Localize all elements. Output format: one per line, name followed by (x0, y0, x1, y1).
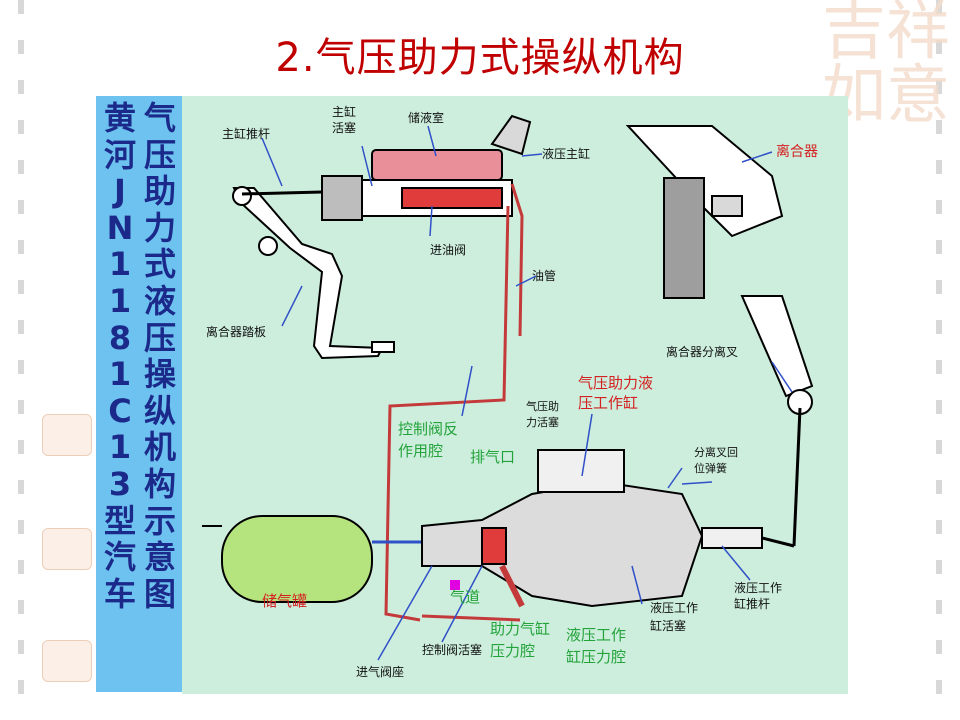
caption-char: 示 (143, 501, 176, 540)
label-fork-spring-line2: 位弹簧 (694, 461, 727, 475)
label-control-valve-piston: 控制阀活塞 (422, 642, 482, 657)
caption-char: 8 (108, 318, 132, 357)
caption-char: 操 (143, 355, 176, 394)
caption-char: 助 (143, 172, 176, 211)
caption-char: 力 (143, 208, 176, 247)
air-tank-drawing (202, 515, 422, 603)
caption-char: 黄 (103, 99, 136, 137)
caption-column-vehicle: 黄 河 J N 1 1 8 1 C 1 3 型 汽 车 (100, 100, 140, 612)
label-reservoir: 储液室 (408, 110, 444, 125)
mechanism-diagram: 主缸推杆 主缸 活塞 储液室 液压主缸 离合器 进油阀 油管 离合器踏板 离合器… (202, 104, 818, 679)
label-release-fork: 离合器分离叉 (666, 344, 738, 359)
caption-char: 压 (143, 318, 176, 357)
seal-stamp (42, 528, 92, 570)
caption-char: 河 (103, 135, 136, 174)
booster-cylinder-drawing (421, 449, 795, 622)
label-fork-spring-line1: 分离叉回 (694, 445, 738, 459)
label-booster-pressure-line1: 助力气缸 (490, 620, 550, 638)
caption-char: 1 (108, 245, 132, 284)
label-booster-pressure-line2: 压力腔 (490, 642, 535, 660)
sidebar-caption: 黄 河 J N 1 1 8 1 C 1 3 型 汽 车 气 压 助 力 式 液 … (96, 96, 182, 692)
caption-char: 纵 (143, 391, 176, 430)
caption-char: 气 (143, 99, 176, 137)
label-hydraulic-push-rod-line2: 缸推杆 (734, 596, 770, 611)
label-control-valve-chamber-line1: 控制阀反 (398, 420, 458, 438)
caption-char: 3 (108, 464, 132, 503)
label-hydraulic-pressure-line2: 缸压力腔 (566, 648, 626, 666)
caption-char: C (108, 391, 132, 430)
push-rod-line (241, 190, 323, 196)
oil-pipe-line (384, 205, 510, 622)
master-cylinder-drawing (321, 114, 532, 337)
caption-char: 机 (143, 428, 176, 467)
label-air-tank: 储气罐 (262, 592, 307, 610)
page-edge-left (18, 0, 24, 720)
caption-char: 意 (143, 538, 176, 577)
label-booster-piston-line1: 气压助 (526, 399, 559, 413)
label-master-piston-line2: 活塞 (332, 120, 356, 135)
label-booster-piston-line2: 力活塞 (526, 415, 559, 429)
label-master-cylinder: 液压主缸 (542, 146, 590, 161)
caption-char: J (114, 172, 126, 211)
caption-char: 型 (103, 501, 136, 540)
label-hydraulic-pressure-line1: 液压工作 (566, 626, 626, 644)
leader-lines (261, 125, 793, 661)
caption-char: 式 (143, 245, 176, 284)
label-inlet-valve: 进油阀 (430, 243, 466, 257)
caption-column-description: 气 压 助 力 式 液 压 操 纵 机 构 示 意 图 (140, 100, 180, 612)
diagram-panel: 主缸推杆 主缸 活塞 储液室 液压主缸 离合器 进油阀 油管 离合器踏板 离合器… (182, 96, 848, 694)
label-master-piston-line1: 主缸 (332, 104, 356, 119)
label-clutch: 离合器 (776, 143, 818, 160)
label-clutch-pedal: 离合器踏板 (206, 324, 266, 339)
label-booster-cylinder-line1: 气压助力液 (578, 374, 653, 392)
caption-char: 构 (143, 464, 176, 503)
caption-char: N (106, 208, 134, 247)
caption-char: 图 (143, 574, 176, 613)
caption-char: 压 (143, 135, 176, 174)
page-edge-right (936, 0, 942, 720)
seal-stamp (42, 640, 92, 682)
label-oil-pipe: 油管 (532, 268, 556, 283)
caption-char: 车 (103, 574, 136, 613)
label-control-valve-chamber-line2: 作用腔 (398, 442, 443, 460)
label-air-passage: 气道 (450, 588, 480, 606)
caption-char: 1 (108, 428, 132, 467)
label-master-push-rod: 主缸推杆 (222, 126, 270, 141)
caption-char: 汽 (103, 538, 136, 577)
clutch-drawing (625, 125, 814, 547)
label-inlet-valve-seat: 进气阀座 (356, 664, 404, 679)
page-title: 2.气压助力式操纵机构 (275, 35, 685, 81)
clutch-pedal-drawing (232, 186, 395, 360)
caption-char: 1 (108, 281, 132, 320)
seal-stamp (42, 414, 92, 456)
caption-char: 液 (143, 281, 176, 320)
label-hydraulic-piston-line1: 液压工作 (650, 600, 698, 615)
label-hydraulic-push-rod-line1: 液压工作 (734, 580, 782, 595)
label-booster-cylinder-line2: 压工作缸 (578, 394, 638, 412)
caption-char: 1 (108, 355, 132, 394)
label-exhaust-port: 排气口 (470, 448, 515, 466)
label-hydraulic-piston-line2: 缸活塞 (650, 618, 686, 633)
